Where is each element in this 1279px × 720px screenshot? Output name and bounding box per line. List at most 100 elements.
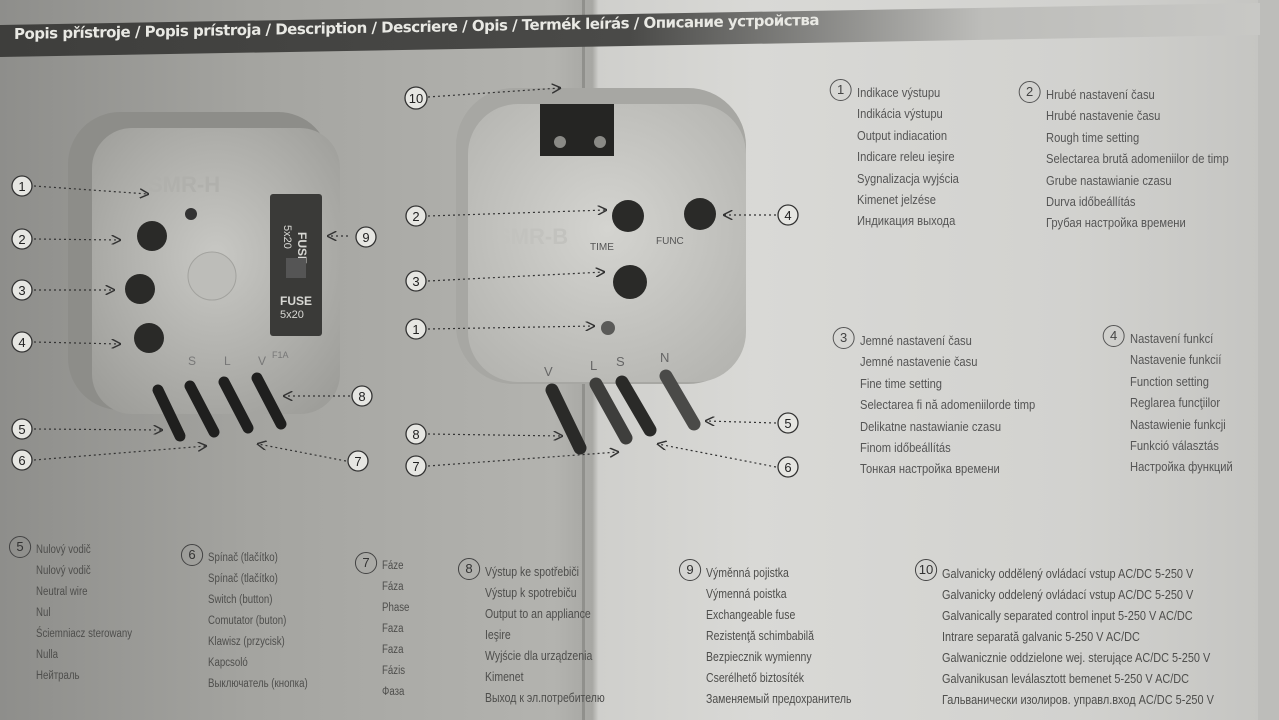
device-left: SMR-H FUSE 5x20 FUSE 5x20 S L V F1A: [68, 112, 340, 442]
legend-line: Выключатель (кнопка): [208, 678, 308, 690]
callout-left-5: 5: [18, 422, 25, 437]
legend-line: Spínač (tlačítko): [208, 552, 278, 564]
description-line: Grube nastawianie czasu: [1046, 172, 1172, 188]
description-line: Hrubé nastavení času: [1046, 87, 1155, 102]
legend-7: 7 Fáze Fáza Phase Faza Faza Fázis Фаза: [354, 552, 410, 703]
legend-line: Bezpiecznik wymienny: [706, 650, 812, 664]
device-right-brand: SMR-B: [496, 224, 568, 249]
legend-10-number: 10: [914, 559, 938, 581]
description-1: 1 Indikace výstupu Indikácia výstupu Out…: [829, 79, 959, 232]
legend-line: Galvanicky oddělený ovládací vstup AC/DC…: [942, 566, 1194, 581]
description-line: Тонкая настройка времени: [860, 461, 1000, 477]
wire-left-8: [251, 372, 287, 430]
legend-line: Phase: [382, 602, 410, 614]
fuse-top-label: FUSE: [295, 232, 309, 264]
legend-line: Nul: [36, 607, 51, 619]
legend-9: 9 Výměnná pojistka Výmenná poistka Excha…: [678, 559, 852, 710]
legend-line: Kimenet: [485, 670, 524, 684]
callout-labels-right: 10 2 3 1 4 8 7 5 6: [409, 91, 792, 475]
terminal-label-n-right: N: [660, 350, 669, 365]
description-line: Jemné nastavení času: [860, 333, 972, 348]
description-2: 2 Hrubé nastavení času Hrubé nastavenie …: [1018, 81, 1229, 234]
legend-line: Galvanicky oddelený ovládací vstup AC/DC…: [942, 587, 1194, 602]
dial-label-func: FUNC: [656, 236, 684, 247]
legend-line: Výmenná poistka: [706, 587, 787, 601]
legend-6-number: 6: [180, 544, 204, 566]
callout-right-3: 3: [412, 274, 419, 289]
description-4: 4 Nastavení funkcí Nastavenie funkcií Fu…: [1102, 325, 1233, 478]
legend-line: Galwanicznie oddzielone wej. sterujące A…: [942, 650, 1211, 665]
device-right: SMR-B TIME FUNC V L S N: [456, 88, 746, 455]
device-left-brand: SMR-H: [148, 172, 220, 197]
fuse-top-size: 5x20: [281, 225, 293, 249]
legend-10: 10 Galvanicky oddělený ovládací vstup AC…: [914, 559, 1214, 710]
legend-line: Гальванически изолиров. управл.вход AC/D…: [942, 692, 1214, 707]
legend-7-number: 7: [354, 552, 378, 574]
callout-right-1: 1: [412, 322, 419, 337]
fuse-rating: F1A: [272, 350, 289, 360]
terminal-label-v-right: V: [544, 364, 553, 379]
description-line: Output indiacation: [857, 127, 948, 143]
callout-right-6: 6: [784, 460, 791, 475]
legend-line: Výměnná pojistka: [706, 566, 789, 580]
legend-line: Fázis: [382, 665, 406, 677]
description-line: Indikace výstupu: [857, 85, 941, 100]
knob-right-2: [612, 200, 644, 232]
legend-line: Nulový vodič: [36, 565, 91, 577]
description-line: Nastavenie funkcií: [1130, 352, 1222, 368]
callout-left-1: 1: [18, 179, 25, 194]
legend-line: Output to an appliance: [485, 607, 591, 621]
description-line: Fine time setting: [860, 375, 943, 391]
callout-right-10: 10: [409, 91, 423, 106]
callout-right-7: 7: [412, 459, 419, 474]
legend-8: 8 Výstup ke spotřebiči Výstup k spotrebi…: [457, 558, 605, 709]
legend-line: Galvanically separated control input 5-2…: [942, 608, 1193, 623]
legend-line: Spínač (tlačítko): [208, 573, 278, 585]
description-1-number: 1: [829, 79, 852, 101]
terminal-label-s: S: [188, 354, 196, 368]
callout-left-4: 4: [18, 335, 25, 350]
wire-left-5: [152, 384, 186, 442]
knob-left-3: [125, 274, 155, 304]
terminal-label-l-right: L: [590, 358, 597, 373]
fuse-window: [286, 258, 306, 278]
wire-left-7: [218, 376, 254, 434]
description-line: Selectarea fi nă adomeniilorde timp: [860, 397, 1036, 413]
next-page-edge: [1258, 0, 1279, 720]
description-line: Индикация выхода: [857, 213, 956, 229]
legend-line: Nulový vodič: [36, 544, 91, 556]
legend-line: Klawisz (przycisk): [208, 636, 285, 648]
description-line: Durva időbeállítás: [1046, 194, 1136, 210]
wire-right-5: [659, 369, 701, 431]
description-3: 3 Jemné nastavení času Jemné nastavenie …: [832, 327, 1036, 480]
legend-9-number: 9: [678, 559, 702, 581]
description-line: Indikácia výstupu: [857, 106, 943, 122]
legend-line: Faza: [382, 644, 404, 656]
device-right-face: [468, 104, 746, 382]
legend-line: Galvanikusan leválasztott bemenet 5-250 …: [942, 671, 1190, 686]
callout-left-9: 9: [362, 230, 369, 245]
legend-line: Фаза: [382, 686, 405, 698]
callout-right-4: 4: [784, 208, 791, 223]
description-line: Reglarea funcţiilor: [1130, 395, 1221, 411]
description-line: Nastawienie funkcji: [1130, 416, 1226, 432]
legend-line: Заменяемый предохранитель: [706, 692, 852, 706]
screw-1: [554, 136, 566, 148]
led-left: [185, 208, 197, 220]
callout-left-2: 2: [18, 232, 25, 247]
callout-left-8: 8: [358, 389, 365, 404]
callout-left-3: 3: [18, 283, 25, 298]
callouts-right: [427, 88, 777, 468]
legend-line: Fáze: [382, 560, 404, 572]
description-line: Funkció választás: [1130, 438, 1219, 454]
legend-line: Výstup k spotrebiču: [485, 586, 577, 600]
knob-right-4: [684, 198, 716, 230]
description-line: Nastavení funkcí: [1130, 331, 1214, 346]
legend-line: Výstup ke spotřebiči: [485, 565, 579, 579]
legend-line: Comutator (buton): [208, 615, 287, 627]
legend-line: Нейтраль: [36, 670, 80, 682]
description-line: Delikatne nastawianie czasu: [860, 418, 1002, 434]
legend-5: 5 Nulový vodič Nulový vodič Neutral wire…: [8, 536, 132, 687]
description-line: Sygnalizacja wyjścia: [857, 170, 959, 186]
legend-8-number: 8: [457, 558, 481, 580]
